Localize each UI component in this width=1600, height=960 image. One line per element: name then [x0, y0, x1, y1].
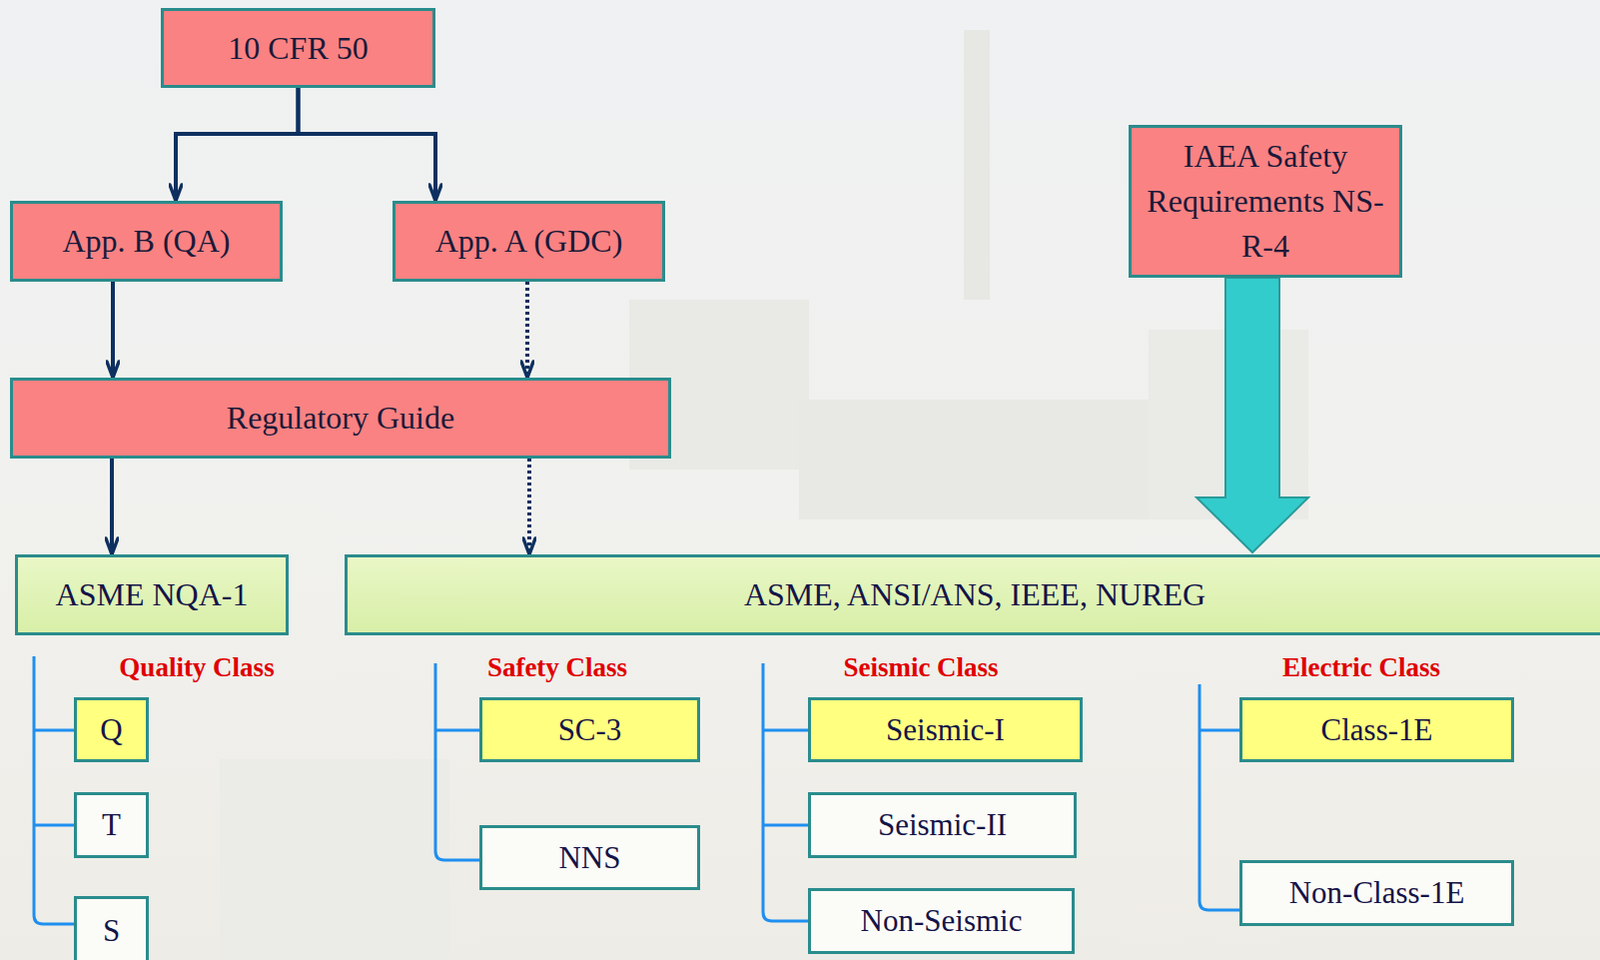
document-box: 10 CFR 50: [160, 7, 436, 88]
class-heading: Quality Class: [118, 652, 274, 684]
box-text: SC-3: [558, 708, 623, 752]
class-box: Seismic-I: [807, 697, 1083, 763]
document-box: Regulatory Guide: [9, 377, 672, 459]
class-heading: Electric Class: [1282, 652, 1441, 684]
class-box: Non-Class-1E: [1239, 859, 1515, 926]
box-text: ASME NQA-1: [55, 572, 249, 618]
tree-bracket: [435, 663, 480, 860]
class-box: NNS: [479, 824, 701, 890]
class-heading: Safety Class: [487, 652, 628, 684]
flow-arrow: [298, 87, 437, 201]
flow-arrow: [525, 281, 530, 378]
box-text: Non-Class-1E: [1289, 870, 1466, 914]
box-text: ASME, ANSI/ANS, IEEE, NUREG: [744, 572, 1206, 618]
tree-bracket: [763, 663, 808, 921]
block-arrow: [1196, 277, 1309, 553]
class-box: SC-3: [479, 697, 701, 763]
box-text: Seismic-II: [877, 802, 1007, 846]
box-text: Q: [99, 708, 122, 752]
document-box: IAEA Safety Requirements NS-R-4: [1128, 124, 1403, 278]
background-building: [219, 759, 450, 959]
class-box: S: [73, 895, 149, 960]
box-text: Non-Seismic: [860, 898, 1023, 942]
box-text: App. B (QA): [62, 218, 231, 264]
class-box: Q: [73, 697, 149, 763]
document-box: App. A (GDC): [392, 200, 666, 282]
background-chimney: [963, 29, 990, 300]
flow-arrow: [109, 458, 114, 555]
flow-arrow: [175, 87, 299, 201]
box-text: T: [101, 802, 121, 846]
class-brackets: [33, 656, 1240, 924]
box-text: Class-1E: [1321, 708, 1434, 752]
box-text: 10 CFR 50: [227, 25, 368, 71]
box-text: Regulatory Guide: [226, 395, 455, 441]
box-text: S: [102, 908, 120, 952]
flow-arrow: [527, 458, 532, 555]
class-box: Class-1E: [1239, 697, 1515, 763]
flow-arrow: [110, 281, 115, 378]
tree-bracket: [33, 656, 74, 924]
class-box: Seismic-II: [807, 792, 1077, 858]
class-box: Non-Seismic: [807, 887, 1075, 954]
class-heading: Seismic Class: [842, 652, 998, 684]
class-box: T: [73, 792, 149, 858]
box-text: IAEA Safety Requirements NS-R-4: [1141, 133, 1390, 268]
box-text: Seismic-I: [885, 708, 1005, 752]
document-box: App. B (QA): [9, 200, 283, 282]
box-text: NNS: [558, 835, 621, 879]
background-building: [799, 399, 1159, 520]
document-box: ASME NQA-1: [14, 554, 289, 636]
box-text: App. A (GDC): [435, 218, 624, 264]
document-box: ASME, ANSI/ANS, IEEE, NUREG: [344, 554, 1600, 636]
tree-bracket: [1199, 684, 1240, 910]
